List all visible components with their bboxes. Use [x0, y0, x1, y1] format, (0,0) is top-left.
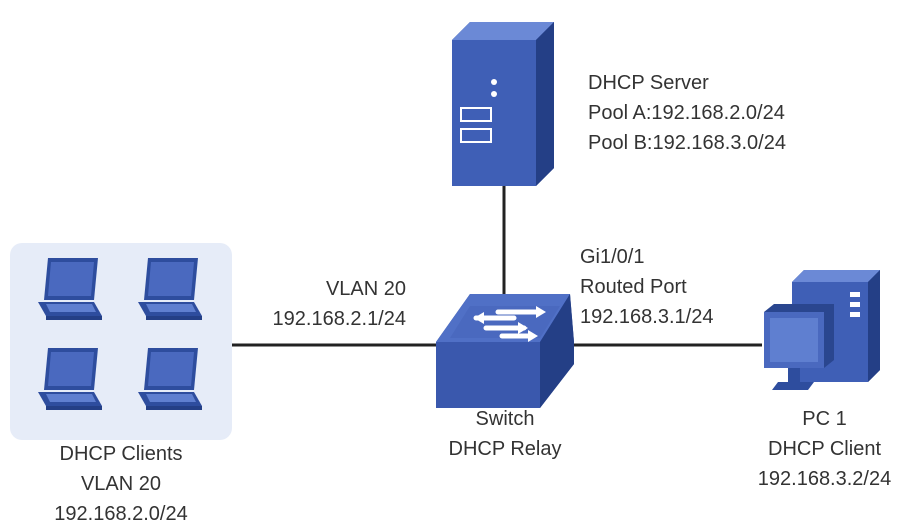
pc-label: PC 1 DHCP Client 192.168.3.2/24	[742, 404, 907, 494]
switch-label-line-1: Switch	[475, 408, 535, 430]
right-link-label-line-3: 192.168.3.1/24	[580, 306, 714, 328]
right-link-label: Gi1/0/1 Routed Port 192.168.3.1/24	[580, 242, 713, 332]
clients-label-line-2: VLAN 20	[80, 473, 162, 495]
pc-label-line-3: 192.168.3.2/24	[757, 468, 892, 490]
server-label-line-2: Pool A:192.168.2.0/24	[588, 102, 785, 124]
pc-label-line-1: PC 1	[802, 408, 847, 430]
laptop-icon	[38, 348, 102, 410]
clients-label: DHCP Clients VLAN 20 192.168.2.0/24	[21, 439, 221, 529]
laptop-icon	[138, 348, 202, 410]
server-icon	[452, 22, 554, 186]
left-link-label-line-1: VLAN 20	[325, 278, 406, 300]
left-link-label: VLAN 20 192.168.2.1/24	[269, 274, 406, 334]
switch-label-line-2: DHCP Relay	[448, 438, 562, 460]
server-label: DHCP Server Pool A:192.168.2.0/24 Pool B…	[588, 68, 786, 158]
server-label-line-3: Pool B:192.168.3.0/24	[588, 132, 786, 154]
switch-icon	[436, 294, 574, 408]
clients-label-line-1: DHCP Clients	[59, 443, 183, 465]
right-link-label-line-1: Gi1/0/1	[580, 246, 645, 268]
left-link-label-line-2: 192.168.2.1/24	[272, 308, 406, 330]
laptop-icon	[138, 258, 202, 320]
clients-group-box	[10, 243, 232, 440]
laptop-icon	[38, 258, 102, 320]
desktop-pc-icon	[764, 270, 880, 390]
pc-label-line-2: DHCP Client	[768, 438, 881, 460]
clients-label-line-3: 192.168.2.0/24	[54, 503, 188, 525]
server-label-line-1: DHCP Server	[588, 72, 709, 94]
right-link-label-line-2: Routed Port	[580, 276, 687, 298]
switch-label: Switch DHCP Relay	[430, 404, 580, 464]
